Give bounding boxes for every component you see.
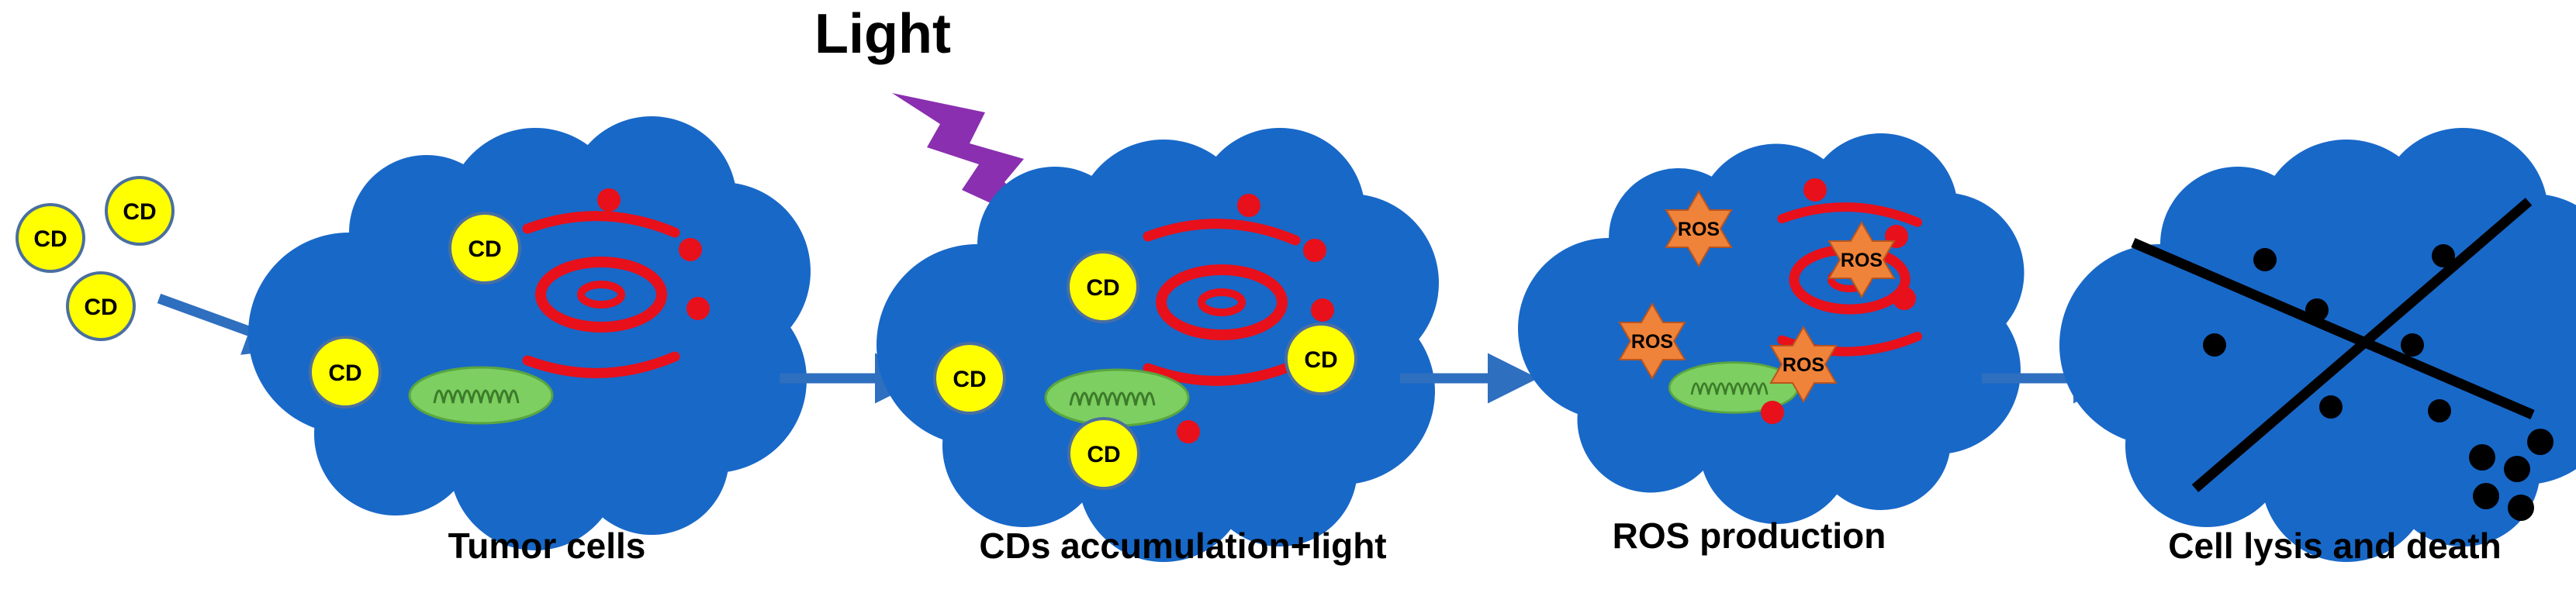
cd-label: CD <box>1304 347 1337 373</box>
cd-label: CD <box>1086 275 1119 301</box>
cd-label: CD <box>123 199 156 225</box>
cd-label: CD <box>84 295 117 320</box>
light-label: Light <box>814 3 951 65</box>
ros-label: ROS <box>1678 219 1720 240</box>
caption-cds-accumulation: CDs accumulation+light <box>979 526 1386 566</box>
ros-star: ROS <box>1828 222 1895 298</box>
cd-label: CD <box>953 367 986 392</box>
cd-label: CD <box>328 360 361 386</box>
cd-label: CD <box>1087 442 1120 467</box>
ros-label: ROS <box>1782 354 1824 376</box>
tumor-cell: CD CD <box>248 116 811 550</box>
caption-cell-lysis: Cell lysis and death <box>2168 526 2501 566</box>
free-cd-group: CD CD CD <box>16 176 175 341</box>
cell-debris <box>2469 429 2554 521</box>
cd-label: CD <box>33 226 67 252</box>
ros-star: ROS <box>1770 326 1837 402</box>
ros-star: ROS <box>1665 191 1732 267</box>
caption-ros-production: ROS production <box>1613 515 1886 556</box>
cd-label: CD <box>468 236 501 262</box>
caption-tumor-cells: Tumor cells <box>448 526 646 566</box>
ros-star: ROS <box>1619 303 1686 379</box>
ros-production-cell: ROS ROS ROS ROS <box>1518 133 2024 524</box>
lysed-cell <box>2059 128 2576 562</box>
ros-label: ROS <box>1631 331 1673 353</box>
cd-accumulation-cell: CD CD CD CD <box>877 128 1439 562</box>
ros-label: ROS <box>1841 250 1883 271</box>
